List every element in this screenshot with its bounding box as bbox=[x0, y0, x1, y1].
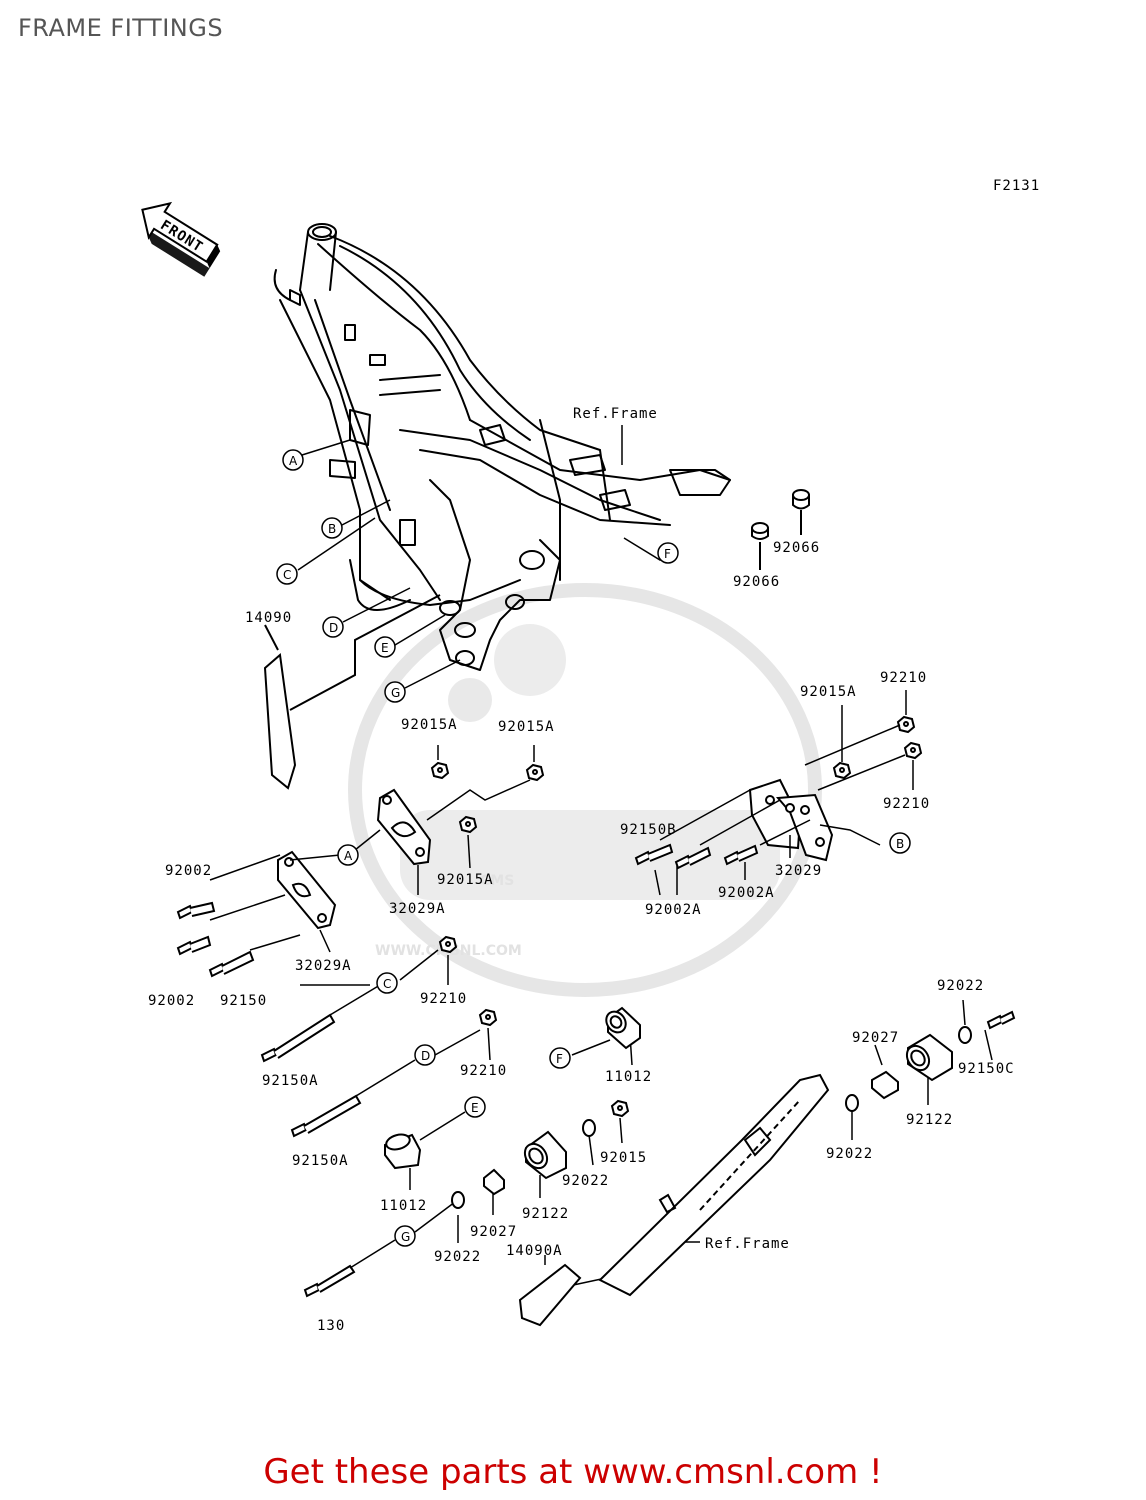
svg-text:A: A bbox=[344, 849, 353, 863]
callout-c-bolt[interactable]: C bbox=[376, 972, 398, 994]
part-label[interactable]: 92002 bbox=[165, 863, 212, 879]
svg-text:G: G bbox=[391, 686, 400, 700]
collars-and-bushings bbox=[384, 1006, 972, 1209]
callout-b-frame[interactable]: B bbox=[321, 517, 343, 539]
svg-text:A: A bbox=[289, 454, 298, 468]
svg-text:F: F bbox=[556, 1052, 563, 1066]
washer-92022-d[interactable] bbox=[958, 1026, 972, 1044]
circle-callouts: A B C D E G F A B C D F E G bbox=[276, 449, 911, 1247]
part-label[interactable]: 92210 bbox=[880, 670, 927, 686]
ref-frame-label-bottom: Ref.Frame bbox=[705, 1236, 790, 1252]
part-label[interactable]: 92066 bbox=[733, 574, 780, 590]
grommet-92066-upper[interactable] bbox=[792, 489, 810, 535]
part-label[interactable]: 92066 bbox=[773, 540, 820, 556]
callout-f-frame[interactable]: F bbox=[657, 542, 679, 564]
svg-text:D: D bbox=[421, 1049, 430, 1063]
collar-11012-lower[interactable] bbox=[384, 1132, 422, 1170]
part-label[interactable]: 92002A bbox=[718, 885, 775, 901]
watermark-brand: CMS bbox=[480, 873, 514, 889]
svg-text:G: G bbox=[401, 1230, 410, 1244]
part-label[interactable]: 92150C bbox=[958, 1061, 1015, 1077]
cmsnl-link[interactable]: Get these parts at www.cmsnl.com ! bbox=[263, 1452, 883, 1492]
callout-g-frame[interactable]: G bbox=[384, 681, 406, 703]
washer-92022-c[interactable] bbox=[845, 1094, 859, 1112]
part-label[interactable]: 92027 bbox=[852, 1030, 899, 1046]
callout-d-bolt[interactable]: D bbox=[414, 1044, 436, 1066]
svg-text:B: B bbox=[328, 522, 336, 536]
callout-a-plate[interactable]: A bbox=[337, 844, 359, 866]
part-label[interactable]: 92002A bbox=[645, 902, 702, 918]
part-label[interactable]: 14090 bbox=[245, 610, 292, 626]
page-title: FRAME FITTINGS bbox=[18, 14, 224, 42]
part-label[interactable]: 92022 bbox=[937, 978, 984, 994]
part-label[interactable]: 92002 bbox=[148, 993, 195, 1009]
ref-frame-label-top: Ref.Frame bbox=[573, 406, 658, 422]
callout-a-frame[interactable]: A bbox=[282, 449, 304, 471]
part-label[interactable]: 32029 bbox=[775, 863, 822, 879]
collar-11012-upper[interactable] bbox=[602, 1006, 641, 1050]
part-label[interactable]: 14090A bbox=[506, 1243, 563, 1259]
part-label[interactable]: 92210 bbox=[420, 991, 467, 1007]
part-label[interactable]: 92015A bbox=[800, 684, 857, 700]
svg-text:E: E bbox=[471, 1101, 479, 1115]
callout-c-frame[interactable]: C bbox=[276, 563, 298, 585]
leader-lines bbox=[209, 425, 993, 1291]
part-label[interactable]: 32029A bbox=[295, 958, 352, 974]
part-label[interactable]: 92150A bbox=[262, 1073, 319, 1089]
guard-14090A[interactable] bbox=[518, 1263, 582, 1327]
part-label[interactable]: 92015A bbox=[437, 872, 494, 888]
collar-92122-right[interactable] bbox=[902, 1033, 953, 1082]
svg-text:D: D bbox=[329, 621, 338, 635]
part-label[interactable]: 92122 bbox=[906, 1112, 953, 1128]
part-label[interactable]: 92015 bbox=[600, 1150, 647, 1166]
part-label[interactable]: 92022 bbox=[434, 1249, 481, 1265]
part-label[interactable]: 92015A bbox=[498, 719, 555, 735]
svg-text:C: C bbox=[383, 977, 391, 991]
figure-code: F2131 bbox=[993, 178, 1040, 194]
part-label[interactable]: 92022 bbox=[826, 1146, 873, 1162]
svg-text:C: C bbox=[283, 568, 291, 582]
collar-92122-left[interactable] bbox=[520, 1130, 567, 1180]
part-label[interactable]: 92015A bbox=[401, 717, 458, 733]
part-label[interactable]: 92210 bbox=[883, 796, 930, 812]
part-label[interactable]: 130 bbox=[317, 1318, 345, 1334]
svg-text:B: B bbox=[896, 837, 904, 851]
part-label[interactable]: 32029A bbox=[389, 901, 446, 917]
part-label[interactable]: 11012 bbox=[380, 1198, 427, 1214]
motorcycle-frame bbox=[273, 223, 731, 671]
svg-text:F: F bbox=[664, 547, 671, 561]
plate-32029A-left[interactable] bbox=[277, 850, 337, 930]
part-label[interactable]: 11012 bbox=[605, 1069, 652, 1085]
part-label[interactable]: 92150 bbox=[220, 993, 267, 1009]
callout-b-plate[interactable]: B bbox=[889, 832, 911, 854]
callout-e-frame[interactable]: E bbox=[374, 636, 396, 658]
callout-f-collar[interactable]: F bbox=[549, 1047, 571, 1069]
part-label[interactable]: 92022 bbox=[562, 1173, 609, 1189]
grommet-92066-lower[interactable] bbox=[751, 522, 769, 570]
svg-text:E: E bbox=[381, 641, 389, 655]
part-label[interactable]: 92122 bbox=[522, 1206, 569, 1222]
callout-d-frame[interactable]: D bbox=[322, 616, 344, 638]
nuts-and-bolts bbox=[176, 715, 1016, 1298]
part-label[interactable]: 92027 bbox=[470, 1224, 517, 1240]
rear-subframe bbox=[598, 1073, 830, 1297]
callout-e-collar[interactable]: E bbox=[464, 1096, 486, 1118]
spacer-92027-right[interactable] bbox=[871, 1070, 899, 1100]
spacer-92027-left[interactable] bbox=[483, 1168, 505, 1196]
part-label[interactable]: 92210 bbox=[460, 1063, 507, 1079]
part-label[interactable]: 92150A bbox=[292, 1153, 349, 1169]
watermark: CMS WWW.CMSNL.COM bbox=[348, 583, 822, 997]
part-number-labels: 92066 92066 14090 92015A 92015A 92015A 9… bbox=[148, 540, 1015, 1334]
washer-92022-a[interactable] bbox=[582, 1119, 596, 1137]
frame-guard-14090[interactable] bbox=[263, 594, 441, 790]
washer-92022-b[interactable] bbox=[451, 1191, 465, 1209]
plate-32029A-upper[interactable] bbox=[376, 788, 432, 866]
callout-g-bolt[interactable]: G bbox=[394, 1225, 416, 1247]
front-arrow-icon: FRONT bbox=[141, 201, 221, 277]
part-label[interactable]: 92150B bbox=[620, 822, 677, 838]
